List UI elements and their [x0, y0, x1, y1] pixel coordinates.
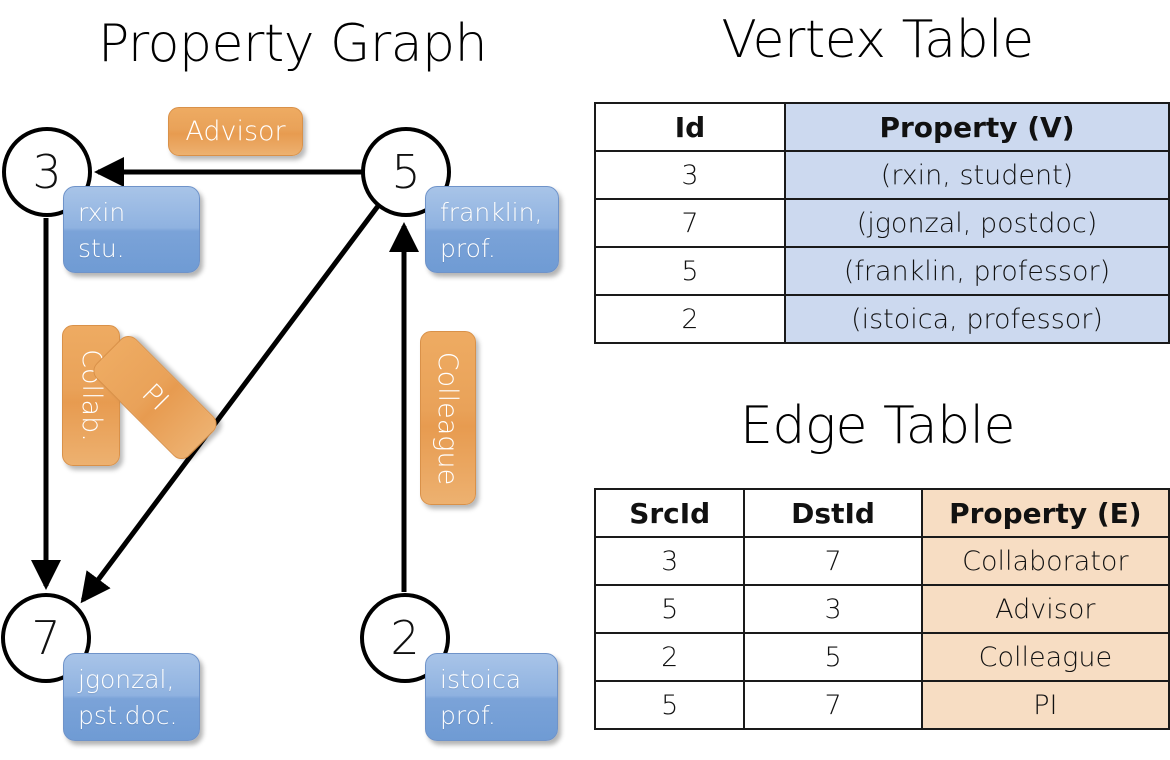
vertex-cell-property: (franklin, professor) [784, 246, 1170, 296]
edge-cell-dstid: 7 [743, 680, 923, 730]
edge-cell-property: Collaborator [920, 536, 1170, 586]
edge-table-header-dstid: DstId [743, 488, 923, 538]
edge-cell-property: Advisor [920, 584, 1170, 634]
property-graph-diagram: 3 5 7 2 rxin stu. franklin, prof. jgonza… [1, 107, 559, 741]
graph-node-7-label: 7 [31, 611, 61, 665]
edge-cell-dstid: 7 [743, 536, 923, 586]
page-title-vertex-table: Vertex Table [721, 10, 1034, 70]
table-row[interactable]: 3 (rxin, student) [594, 150, 1170, 200]
page-title-property-graph: Property Graph [97, 14, 488, 74]
vertex-cell-id: 2 [594, 294, 786, 344]
edge-table-header-srcid: SrcId [593, 488, 746, 538]
edge-cell-dstid: 3 [743, 584, 923, 634]
edge-cell-srcid: 5 [593, 680, 746, 730]
vertex-property-jgonzal-line1: jgonzal, [78, 665, 175, 694]
vertex-property-box-rxin: rxin stu. [63, 186, 200, 273]
vertex-table: Id Property (V) 3 (rxin, student) 7 (jgo… [594, 102, 1170, 344]
vertex-cell-id: 7 [594, 198, 786, 248]
edge-cell-property: PI [920, 680, 1170, 730]
edge-table: SrcId DstId Property (E) 3 7 Collaborato… [593, 488, 1170, 730]
vertex-cell-property: (rxin, student) [784, 150, 1170, 200]
vertex-property-rxin-line1: rxin [78, 198, 126, 227]
vertex-table-header-row: Id Property (V) [594, 102, 1170, 152]
edge-table-header-property: Property (E) [920, 488, 1170, 538]
graph-node-3-label: 3 [32, 145, 62, 199]
edge-table-header-row: SrcId DstId Property (E) [593, 488, 1170, 538]
table-row[interactable]: 5 3 Advisor [593, 584, 1170, 634]
vertex-property-box-jgonzal: jgonzal, pst.doc. [63, 653, 200, 741]
vertex-property-jgonzal-line2: pst.doc. [78, 701, 178, 731]
edge-cell-srcid: 5 [593, 584, 746, 634]
edge-cell-srcid: 3 [593, 536, 746, 586]
vertex-cell-property: (jgonzal, postdoc) [784, 198, 1170, 248]
edge-line-5-to-7 [80, 204, 381, 604]
edge-label-advisor: Advisor [168, 107, 303, 156]
graph-node-5[interactable]: 5 [361, 127, 451, 217]
vertex-cell-id: 5 [594, 246, 786, 296]
edge-cell-srcid: 2 [593, 632, 746, 682]
table-row[interactable]: 5 (franklin, professor) [594, 246, 1170, 296]
vertex-property-istoica-line2: prof. [440, 701, 496, 731]
vertex-table-header-property: Property (V) [784, 102, 1170, 152]
edge-label-colleague: Colleague [420, 331, 476, 505]
vertex-table-header-id: Id [594, 102, 786, 152]
table-row[interactable]: 7 (jgonzal, postdoc) [594, 198, 1170, 248]
table-row[interactable]: 3 7 Collaborator [593, 536, 1170, 586]
edge-label-colleague-text: Colleague [432, 351, 464, 485]
edge-cell-dstid: 5 [743, 632, 923, 682]
vertex-property-franklin-line1: franklin, [440, 198, 543, 227]
graph-node-5-label: 5 [391, 145, 421, 199]
edge-label-collab: Collab. [62, 325, 120, 466]
edge-label-pi-text: PI [135, 377, 175, 418]
vertex-cell-property: (istoica, professor) [784, 294, 1170, 344]
vertex-property-franklin-line2: prof. [440, 234, 496, 264]
vertex-property-box-istoica: istoica prof. [425, 653, 558, 741]
graph-node-2-label: 2 [390, 611, 420, 665]
vertex-property-rxin-line2: stu. [78, 234, 125, 264]
edge-cell-property: Colleague [920, 632, 1170, 682]
table-row[interactable]: 5 7 PI [593, 680, 1170, 730]
vertex-property-istoica-line1: istoica [440, 665, 522, 694]
edge-label-advisor-text: Advisor [185, 116, 286, 147]
graph-edge-lines [31, 157, 419, 604]
table-row[interactable]: 2 5 Colleague [593, 632, 1170, 682]
vertex-cell-id: 3 [594, 150, 786, 200]
page-title-edge-table: Edge Table [739, 396, 1016, 456]
vertex-property-box-franklin: franklin, prof. [425, 186, 559, 273]
graph-node-2[interactable]: 2 [360, 593, 450, 683]
table-row[interactable]: 2 (istoica, professor) [594, 294, 1170, 344]
